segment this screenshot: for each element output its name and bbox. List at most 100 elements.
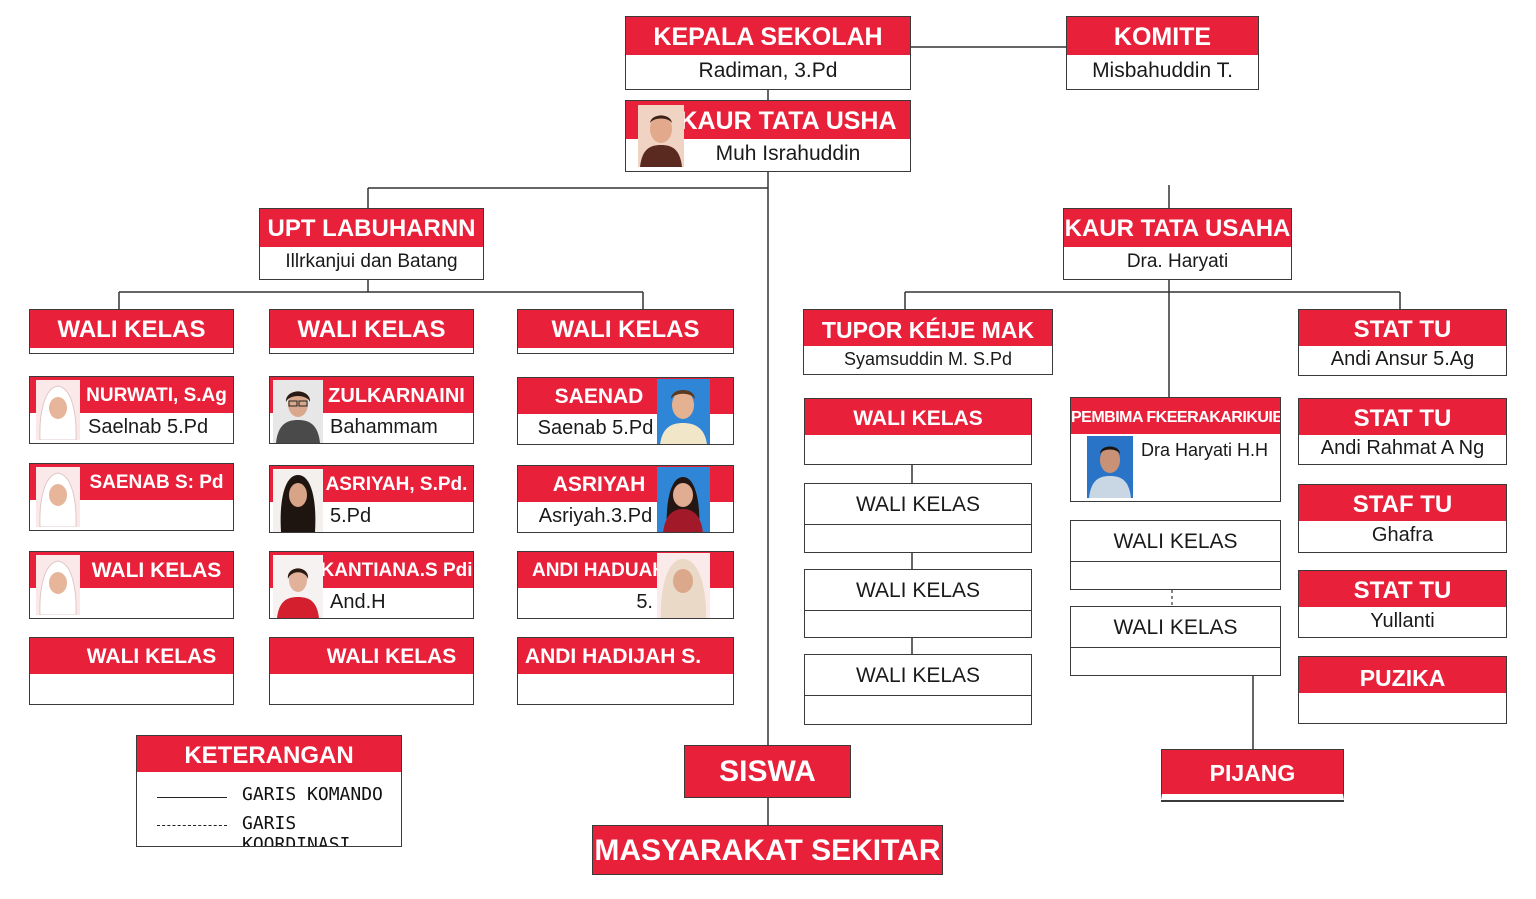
dashed-line-icon — [157, 825, 227, 826]
staff-box-1: STAT TU Andi Ansur 5.Ag — [1298, 309, 1507, 376]
legend-box: KETERANGAN GARIS KOMANDO GARIS KOORDINAS… — [136, 735, 402, 847]
col2-card-1: ZULKARNAINI Bahammam — [269, 376, 474, 444]
wali-kelas-plain-label: WALI KELAS — [805, 570, 1031, 611]
staff-box-4: STAT TU Yullanti — [1298, 570, 1507, 638]
legend-title: KETERANGAN — [137, 736, 401, 772]
staff-title: STAT TU — [1299, 399, 1506, 435]
wali-kelas-header-2: WALI KELAS — [269, 309, 474, 354]
staff-box-3: STAF TU Ghafra — [1298, 484, 1507, 553]
card-name: Saenab 5.Pd — [537, 417, 654, 439]
wali-kelas-plain-3: WALI KELAS — [804, 654, 1032, 725]
staff-box-5: PUZIKA — [1298, 656, 1507, 724]
woman-hijab-photo — [36, 467, 80, 527]
staff-title: PUZIKA — [1299, 657, 1506, 693]
woman-hijab-photo — [36, 555, 80, 615]
upt-box: UPT LABUHARNN Illrkanjui dan Batang — [259, 208, 484, 280]
wali-kelas-red-title: WALI KELAS — [805, 399, 1031, 435]
col1-card-2: SAENAB S: Pd — [29, 463, 234, 531]
woman-glasses-photo — [273, 380, 323, 443]
man-portrait-photo — [657, 379, 710, 444]
man-uniform-photo — [1087, 436, 1133, 498]
pembina-name: Dra Haryati H.H — [1141, 440, 1269, 460]
card-title: WALI KELAS — [30, 638, 233, 674]
kaur-tata-usaha-box: KAUR TATA USAHA Dra. Haryati — [1063, 208, 1292, 280]
col2-card-3: KANTIANA.S Pdi And.H — [269, 551, 474, 619]
staff-title: STAT TU — [1299, 310, 1506, 346]
pijang-box: PIJANG — [1161, 749, 1344, 800]
komite-title: KOMITE — [1067, 17, 1258, 55]
legend-koordinasi: GARIS KOORDINASI — [242, 813, 351, 847]
card-name — [270, 672, 473, 704]
col3-card-2: ASRIYAH Asriyah.3.Pd — [517, 465, 734, 533]
card-name: 5.Pd — [330, 505, 372, 527]
pembina-wali-label: WALI KELAS — [1071, 521, 1280, 562]
wali-kelas-plain-label: WALI KELAS — [805, 655, 1031, 696]
woman-long-hair-photo — [273, 469, 323, 532]
card-name — [30, 672, 233, 704]
wali-kelas-red-box: WALI KELAS — [804, 398, 1032, 465]
col1-card-3: WALI KELAS — [29, 551, 234, 619]
komite-name: Misbahuddin T. — [1092, 59, 1233, 82]
kepala-sekolah-box: KEPALA SEKOLAH Radiman, 3.Pd — [625, 16, 911, 90]
wali-kelas-header-label: WALI KELAS — [30, 310, 233, 348]
woman-hijab-photo — [36, 380, 80, 440]
pembina-wali-2: WALI KELAS — [1070, 606, 1281, 676]
pembina-wali-1: WALI KELAS — [1070, 520, 1281, 590]
col3-card-1: SAENAD Saenab 5.Pd — [517, 377, 734, 445]
col3-card-4: ANDI HADIJAH S. — [517, 637, 734, 705]
card-title: WALI KELAS — [270, 638, 473, 674]
wali-kelas-header-1: WALI KELAS — [29, 309, 234, 354]
pembina-box: PEMBIMA FKEERAKARIKUIER Dra Haryati H.H — [1070, 397, 1281, 502]
card-name: Saelnab 5.Pd — [88, 416, 209, 438]
card-title: KANTIANA.S Pdi — [270, 552, 473, 588]
kaur-tata-usha-name: Muh Israhuddin — [715, 142, 861, 165]
card-title: ANDI HADIJAH S. — [518, 638, 733, 674]
col3-card-3: ANDI HADUAH 5. — [517, 551, 734, 619]
wali-kelas-plain-2: WALI KELAS — [804, 569, 1032, 638]
card-name: And.H — [330, 591, 386, 613]
wali-kelas-header-3: WALI KELAS — [517, 309, 734, 354]
woman-red-photo — [273, 555, 323, 618]
tupor-title: TUPOR KÉIJE MAK — [804, 310, 1052, 346]
wali-kelas-header-label: WALI KELAS — [270, 310, 473, 348]
staff-name: Yullanti — [1370, 610, 1435, 632]
woman-hijab-smile-photo — [657, 553, 710, 618]
staff-name — [1299, 691, 1506, 723]
komite-box: KOMITE Misbahuddin T. — [1066, 16, 1259, 90]
col2-card-4: WALI KELAS — [269, 637, 474, 705]
card-name: 5. — [636, 591, 653, 613]
kepala-sekolah-title: KEPALA SEKOLAH — [626, 17, 910, 55]
col1-card-4: WALI KELAS — [29, 637, 234, 705]
kepala-sekolah-name: Radiman, 3.Pd — [698, 59, 838, 82]
woman-scarf-photo — [657, 467, 710, 532]
masyarakat-box: MASYARAKAT SEKITAR — [592, 825, 943, 875]
pembina-wali-label: WALI KELAS — [1071, 607, 1280, 648]
wali-kelas-plain-1: WALI KELAS — [804, 483, 1032, 553]
pembina-title: PEMBIMA FKEERAKARIKUIER — [1071, 398, 1280, 434]
man-photo — [638, 105, 684, 167]
solid-line-icon — [157, 797, 227, 798]
wali-kelas-header-label: WALI KELAS — [518, 310, 733, 348]
upt-title: UPT LABUHARNN — [260, 209, 483, 247]
siswa-box: SISWA — [684, 745, 851, 798]
staff-box-2: STAT TU Andi Rahmat A Ng — [1298, 398, 1507, 465]
card-name — [518, 672, 733, 704]
staff-title: STAT TU — [1299, 571, 1506, 607]
tupor-box: TUPOR KÉIJE MAK Syamsuddin M. S.Pd — [803, 309, 1053, 375]
col2-card-2: ASRIYAH, S.Pd. 5.Pd — [269, 465, 474, 533]
kaur-tata-usaha-name: Dra. Haryati — [1126, 251, 1229, 272]
staff-name: Ghafra — [1371, 524, 1434, 546]
staff-title: STAF TU — [1299, 485, 1506, 521]
col1-card-1: NURWATI, S.Ag Saelnab 5.Pd — [29, 376, 234, 444]
upt-name: Illrkanjui dan Batang — [285, 251, 458, 272]
tupor-name: Syamsuddin M. S.Pd — [843, 349, 1013, 369]
legend-komando: GARIS KOMANDO — [242, 784, 383, 805]
kaur-tata-usaha-title: KAUR TATA USAHA — [1064, 209, 1291, 247]
staff-name: Andi Ansur 5.Ag — [1330, 348, 1475, 370]
card-name: Asriyah.3.Pd — [538, 505, 653, 527]
card-name: Bahammam — [330, 416, 438, 438]
kaur-tata-usha-box: KAUR TATA USHA Muh Israhuddin — [625, 100, 911, 172]
wali-kelas-plain-label: WALI KELAS — [805, 484, 1031, 525]
staff-name: Andi Rahmat A Ng — [1320, 437, 1485, 459]
